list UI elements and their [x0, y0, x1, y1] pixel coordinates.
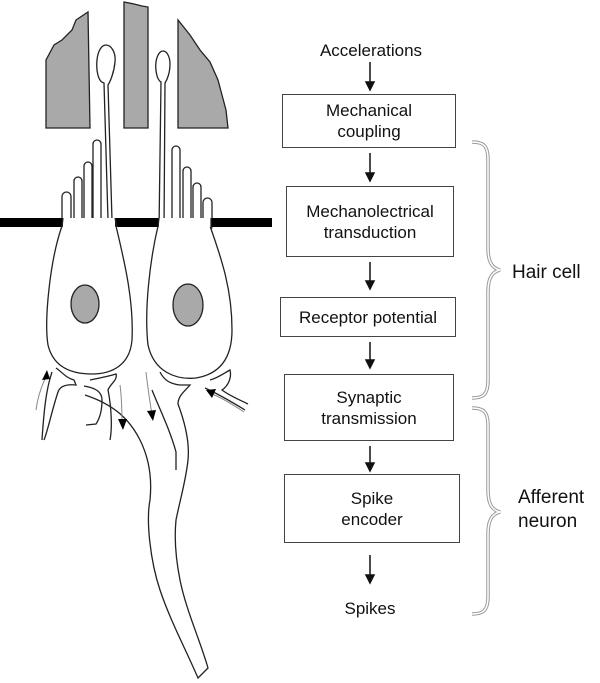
kinocilium-left [96, 44, 116, 221]
stage-label-line2: transmission [321, 408, 417, 428]
stage-label-line1: Receptor potential [299, 307, 437, 327]
stage-label-line1: Mechanolectrical [306, 201, 434, 221]
brace-hair-cell-inner [471, 141, 501, 399]
brace-hair-cell [471, 140, 501, 400]
stage-spike-encoder: Spike encoder [284, 474, 460, 543]
input-label: Accelerations [319, 41, 423, 60]
otolith-block-right [177, 18, 229, 129]
stage-label-line1: Synaptic [336, 387, 402, 407]
group-label-line1: Hair cell [512, 262, 581, 283]
nucleus-right [172, 283, 204, 327]
stage-mechanoelectrical-transduction: Mechanolectrical transduction [286, 186, 454, 257]
arrowheads [42, 370, 216, 430]
otolith-block-left [45, 10, 91, 129]
stage-receptor-potential: Receptor potential [280, 297, 456, 337]
kinocilium-right [155, 50, 171, 231]
group-label-hair-cell: Hair cell [512, 261, 581, 285]
stage-synaptic-transmission: Synaptic transmission [284, 374, 454, 441]
nucleus-left [70, 284, 100, 324]
brace-afferent-neuron-inner [471, 407, 501, 615]
group-label-line1: Afferent [518, 487, 585, 508]
group-label-line2: neuron [518, 511, 578, 532]
stage-label-line1: Mechanical [326, 101, 412, 120]
afferent-fiber [41, 367, 249, 680]
group-label-afferent-neuron: Afferent neuron [518, 486, 584, 534]
stage-label-line1: Spike [350, 488, 394, 508]
stage-label-line2: coupling [337, 122, 401, 141]
flow-arrows [364, 62, 376, 585]
stereocilia-left [61, 139, 102, 229]
otolith-block-center [123, 1, 149, 129]
stage-label-line2: encoder [341, 509, 403, 529]
current-arrows [35, 371, 245, 426]
reticular-lamina [0, 218, 272, 227]
stage-label-line2: transduction [323, 222, 417, 242]
stage-mechanical-coupling: Mechanical coupling [282, 94, 456, 148]
output-label: Spikes [344, 599, 396, 618]
